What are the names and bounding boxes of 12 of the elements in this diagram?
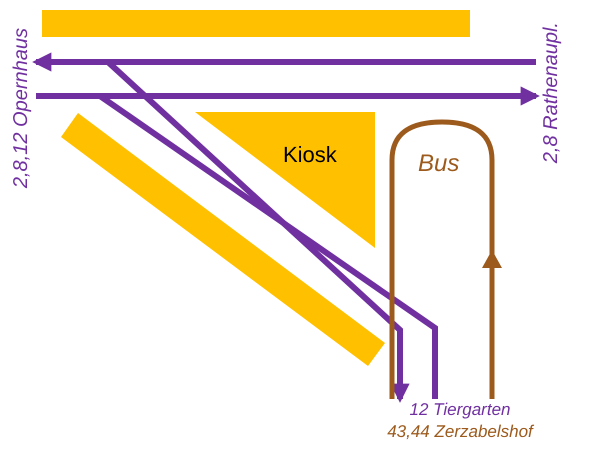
kiosk-triangle	[195, 112, 375, 248]
bus-loop-arrow	[390, 120, 502, 399]
destination-label: 43,44 Zerzabelshof	[387, 421, 533, 443]
platform-bar	[42, 10, 470, 37]
destination-label: 12 Tiergarten	[410, 399, 510, 421]
stop-label: 2,8,12 Opernhaus	[9, 28, 33, 188]
bus-label: Bus	[418, 149, 460, 179]
stop-label: 2,8 Rathenaupl.	[539, 22, 563, 164]
track-arrow	[36, 86, 540, 106]
platform-bar	[61, 113, 385, 366]
track-arrow	[32, 52, 536, 72]
kiosk-label: Kiosk	[283, 141, 337, 169]
